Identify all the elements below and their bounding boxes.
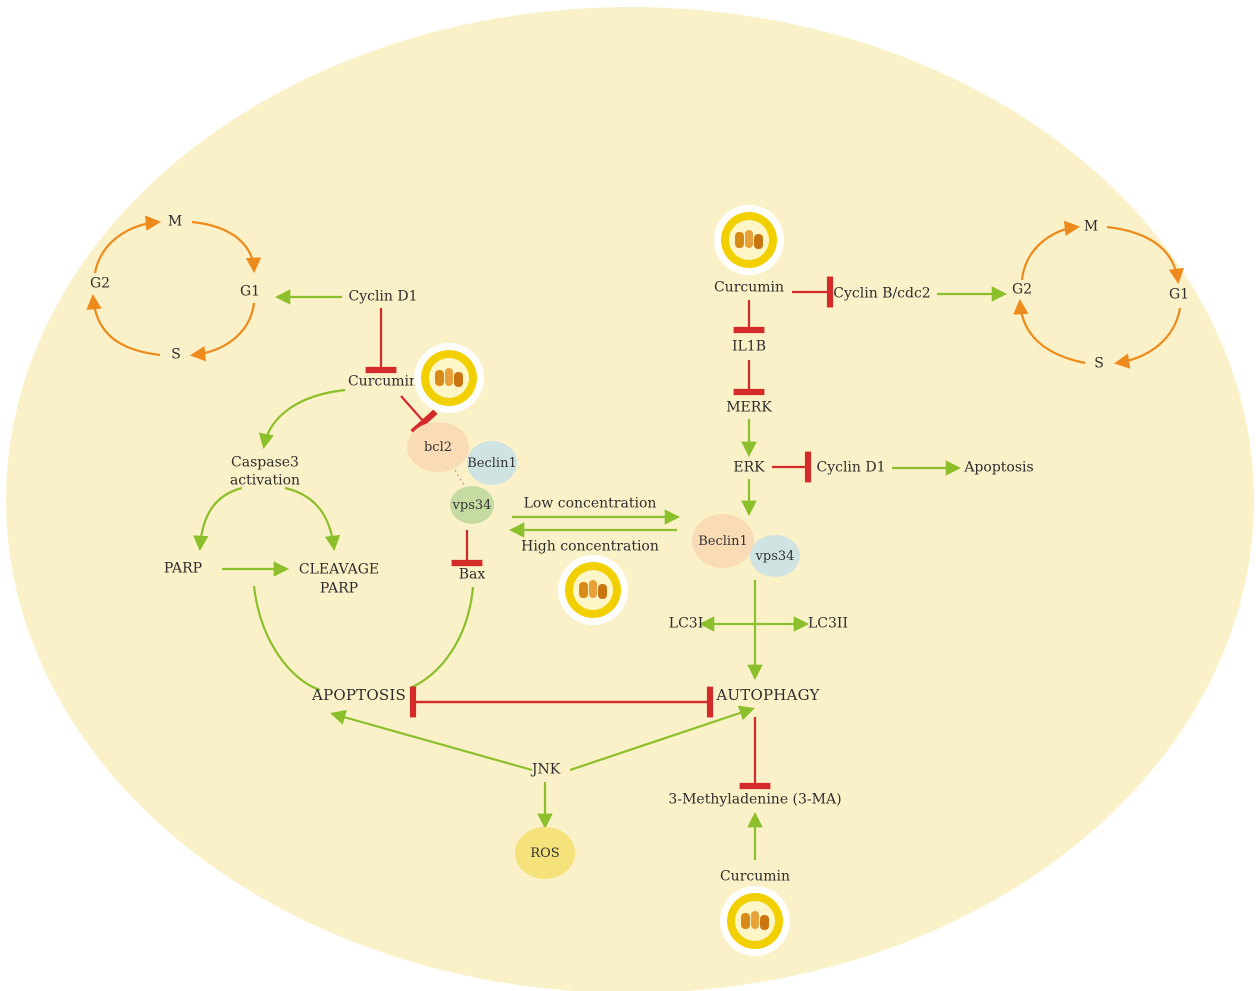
- left-vps34-node: vps34: [450, 486, 494, 524]
- right-apoptosis-label: Apoptosis: [964, 459, 1034, 476]
- jnk-label: JNK: [531, 761, 561, 778]
- curcumin-capsules-icon: [714, 205, 784, 275]
- lc3ii-label: LC3II: [808, 615, 848, 632]
- bcl2-label: bcl2: [423, 439, 453, 455]
- cleavage-parp-label: PARP: [319, 580, 359, 597]
- apoptosis-label: APOPTOSIS: [312, 686, 406, 704]
- right-cycle-s: S: [1094, 355, 1104, 372]
- right-cycle-g2: G2: [1011, 281, 1033, 298]
- left-vps34-label: vps34: [452, 497, 492, 513]
- curcumin-capsules-icon: [720, 886, 790, 956]
- low-concentration-label: Low concentration: [523, 495, 657, 512]
- right-vps34-node: vps34: [750, 535, 800, 577]
- caspase3-activation-label: activation: [229, 472, 301, 489]
- left-beclin1-label: Beclin1: [467, 455, 517, 471]
- bax-label: Bax: [458, 566, 486, 583]
- left-cycle-g2: G2: [89, 275, 111, 292]
- il1b-label: IL1B: [731, 338, 767, 355]
- bottom-curcumin-label: Curcumin: [719, 868, 791, 885]
- left-cycle-m: M: [167, 213, 183, 230]
- parp-label: PARP: [163, 560, 203, 577]
- left-cell-cycle: [86, 215, 262, 362]
- autophagy-label: AUTOPHAGY: [716, 686, 820, 704]
- ros-label: ROS: [530, 845, 560, 861]
- right-beclin1-node: Beclin1: [692, 514, 754, 568]
- right-cell-cycle: [1013, 220, 1185, 369]
- high-concentration-label: High concentration: [521, 538, 659, 555]
- erk-label: ERK: [733, 459, 765, 476]
- left-cycle-s: S: [171, 346, 181, 363]
- cell-background: [6, 7, 1254, 991]
- three-ma-label: 3-Methyladenine (3-MA): [668, 791, 842, 808]
- right-curcumin-label: Curcumin: [713, 279, 785, 296]
- merk-label: MERK: [726, 399, 772, 416]
- lc3i-label: LC3I: [668, 615, 704, 632]
- cleavage-label: CLEAVAGE: [298, 561, 380, 578]
- left-curcumin-label: Curcumin: [347, 373, 419, 390]
- right-cycle-m: M: [1083, 218, 1099, 235]
- left-cycle-g1: G1: [239, 283, 261, 300]
- bcl2-node: bcl2: [407, 422, 469, 472]
- right-beclin1-label: Beclin1: [698, 533, 748, 549]
- activation-arrows: [193, 286, 1008, 860]
- inhibition-lines: [365, 276, 834, 790]
- cyclin-b-cdc2-label: Cyclin B/cdc2: [833, 285, 931, 302]
- left-beclin1-node: Beclin1: [467, 441, 517, 485]
- caspase3-label: Caspase3: [231, 454, 299, 471]
- left-cyclin-d1-label: Cyclin D1: [348, 288, 418, 305]
- right-cyclin-d1-label: Cyclin D1: [816, 459, 886, 476]
- curcumin-capsules-icon: [414, 343, 484, 413]
- ros-node: ROS: [515, 827, 575, 879]
- curcumin-capsules-icon: [558, 555, 628, 625]
- right-cycle-g1: G1: [1168, 286, 1190, 303]
- right-vps34-label: vps34: [755, 548, 795, 564]
